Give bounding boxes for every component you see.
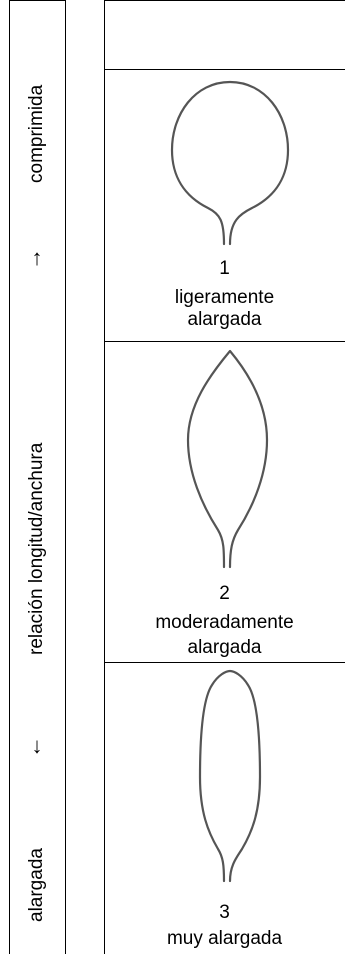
row-divider-1 xyxy=(104,341,345,342)
row-1-number: 1 xyxy=(219,258,230,279)
outline-shape-3 xyxy=(198,669,262,883)
axis-label-alargada: alargada xyxy=(26,848,47,922)
arrow-down-icon: ↓ xyxy=(31,733,43,758)
table-top-border xyxy=(104,0,345,1)
axis-column-top-border xyxy=(9,0,66,1)
arrow-up-icon: ↑ xyxy=(31,245,43,270)
axis-label-relacion: relación longitud/anchura xyxy=(26,442,47,655)
row-2-number: 2 xyxy=(219,583,230,604)
axis-column-right-border xyxy=(65,0,66,954)
row-divider-header xyxy=(104,69,345,70)
table-left-border xyxy=(104,0,105,954)
axis-column-left-border xyxy=(9,0,10,954)
row-2-caption-line1: moderadamente xyxy=(155,612,294,633)
axis-label-comprimida: comprimida xyxy=(26,84,47,183)
row-3-caption-line1: muy alargada xyxy=(166,928,283,949)
row-3-number: 3 xyxy=(219,902,230,923)
row-2-caption-line2: alargada xyxy=(187,637,262,658)
row-1-caption-line2: alargada xyxy=(187,309,262,330)
outline-shape-1 xyxy=(170,80,290,246)
row-divider-2 xyxy=(104,662,345,663)
outline-shape-2 xyxy=(186,349,269,569)
row-1-caption-line1: ligeramente xyxy=(174,287,275,308)
